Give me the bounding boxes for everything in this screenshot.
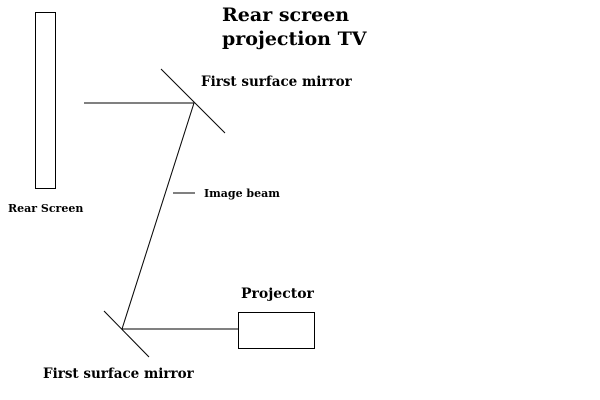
image-beam-label: Image beam — [204, 187, 280, 200]
top-mirror-label: First surface mirror — [201, 74, 352, 90]
bottom-mirror-label: First surface mirror — [43, 366, 194, 382]
bottom-mirror — [103, 310, 150, 358]
title-line-1: Rear screen — [222, 4, 350, 26]
top-mirror — [160, 68, 226, 134]
projector-label: Projector — [241, 286, 314, 302]
projector-box — [238, 312, 315, 349]
image-beam-line — [121, 102, 195, 330]
title-line-2: projection TV — [222, 28, 367, 50]
rear-screen — [35, 12, 56, 189]
rear-screen-label: Rear Screen — [8, 202, 84, 215]
